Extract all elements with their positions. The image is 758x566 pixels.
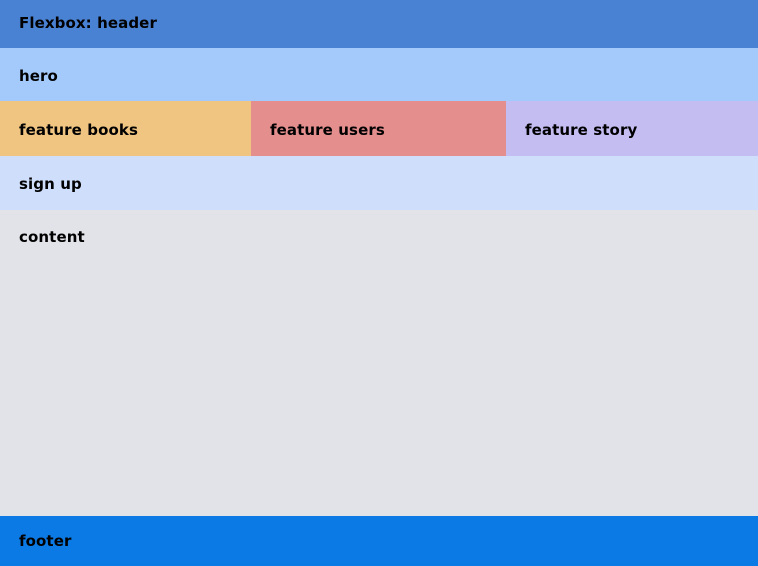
feature-column-users: feature users bbox=[251, 101, 506, 156]
signup-section: sign up bbox=[0, 156, 758, 210]
header-label: Flexbox: header bbox=[19, 14, 157, 32]
feature-column-story: feature story bbox=[506, 101, 758, 156]
content-label: content bbox=[19, 228, 85, 246]
feature-column-books: feature books bbox=[0, 101, 251, 156]
hero-section: hero bbox=[0, 48, 758, 101]
feature-story-label: feature story bbox=[525, 121, 638, 139]
page-header: Flexbox: header bbox=[0, 0, 758, 48]
footer-label: footer bbox=[19, 532, 72, 550]
content-section: content bbox=[0, 210, 758, 516]
page-footer: footer bbox=[0, 516, 758, 566]
feature-users-label: feature users bbox=[270, 121, 385, 139]
hero-label: hero bbox=[19, 67, 58, 85]
signup-label: sign up bbox=[19, 175, 82, 193]
features-row: feature books feature users feature stor… bbox=[0, 101, 758, 156]
feature-books-label: feature books bbox=[19, 121, 139, 139]
